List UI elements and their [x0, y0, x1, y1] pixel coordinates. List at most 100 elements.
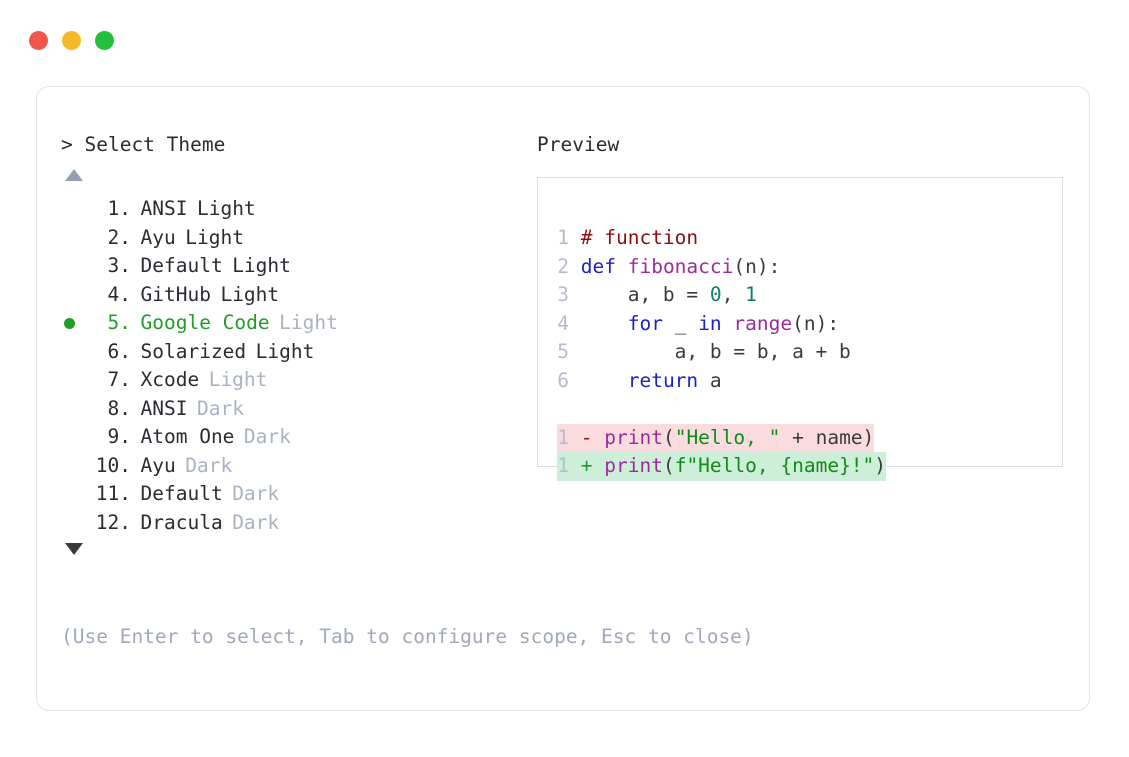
theme-item-variant: Dark [232, 510, 280, 534]
code-token: "Hello, " [674, 425, 781, 449]
diff-line-number: 1 [557, 425, 569, 449]
theme-item-variant: Dark [185, 453, 233, 477]
diff-marker: + [580, 454, 593, 477]
scroll-up-arrow-icon[interactable] [65, 169, 83, 181]
diff-marker: - [580, 425, 593, 449]
theme-item-variant: Light [185, 225, 244, 249]
line-number: 5 [557, 340, 569, 363]
code-token: (n): [733, 254, 781, 278]
code-token: return [627, 368, 699, 392]
scroll-down-arrow-icon[interactable] [65, 543, 83, 555]
code-token: fibonacci [627, 254, 734, 278]
code-token: (n): [792, 311, 840, 335]
theme-item-index: 5. [95, 311, 132, 334]
theme-item-variant: Light [208, 368, 268, 391]
theme-list-item[interactable]: 3. Default Light [61, 252, 531, 281]
theme-list-item[interactable]: 5. Google Code Light [61, 309, 531, 338]
theme-item-name: Default [140, 254, 223, 277]
theme-item-index: 10. [95, 453, 131, 477]
keyboard-hint: (Use Enter to select, Tab to configure s… [61, 625, 754, 648]
line-number: 2 [557, 254, 569, 278]
theme-item-name: Dracula [140, 510, 223, 534]
theme-item-index: 8. [95, 396, 132, 420]
theme-item-name: Atom One [140, 425, 235, 448]
maximize-window-button[interactable] [95, 31, 114, 50]
code-token: for [627, 311, 663, 335]
theme-item-index: 2. [95, 225, 132, 249]
theme-item-index: 6. [95, 339, 132, 363]
code-token: print [604, 425, 663, 449]
code-line: 5 a, b = b, a + b [557, 338, 886, 367]
code-token: ) [874, 454, 887, 477]
code-token: a, b = b, a + b [580, 340, 851, 363]
minimize-window-button[interactable] [62, 31, 81, 50]
close-window-button[interactable] [29, 31, 48, 50]
code-token [722, 312, 734, 335]
theme-item-name: Ayu [140, 225, 176, 249]
code-token: f"Hello, {name}!" [674, 454, 875, 477]
code-token: print [604, 454, 663, 477]
theme-list-item[interactable]: 2. Ayu Light [61, 224, 531, 253]
theme-item-variant: Dark [232, 482, 280, 505]
preview-title: Preview [537, 133, 620, 156]
theme-item-variant: Dark [243, 425, 291, 448]
theme-item-index: 1. [95, 197, 132, 220]
diff-line-number: 1 [557, 454, 569, 477]
window-controls [29, 31, 114, 50]
theme-item-index: 12. [95, 510, 131, 534]
preview-panel: Preview [537, 131, 1067, 159]
code-token [581, 312, 628, 335]
code-token: , [721, 283, 746, 306]
code-token: a [698, 368, 722, 392]
code-token: 0 [709, 283, 722, 306]
theme-item-name: GitHub [140, 282, 211, 306]
line-number: 1 [557, 226, 569, 249]
select-theme-prompt: > Select Theme [61, 133, 226, 156]
theme-item-variant: Dark [196, 396, 244, 420]
diff-highlight: 1 - print("Hello, " + name) [557, 423, 875, 452]
line-number: 4 [557, 311, 569, 335]
theme-list-item[interactable]: 8. ANSI Dark [61, 395, 531, 424]
code-line: 2 def fibonacci(n): [557, 253, 886, 282]
code-token: + name) [780, 425, 875, 449]
code-token: range [733, 311, 793, 335]
code-line: 1 # function [557, 224, 886, 253]
theme-item-index: 3. [95, 254, 132, 277]
theme-item-name: Ayu [140, 453, 176, 477]
theme-item-name: Default [140, 482, 223, 505]
code-blank-line [557, 395, 886, 424]
theme-item-name: Xcode [140, 368, 200, 391]
theme-item-index: 9. [95, 425, 132, 448]
theme-item-name: ANSI [140, 396, 188, 420]
theme-item-variant: Light [220, 282, 280, 306]
code-token: a, b = [580, 283, 710, 306]
theme-list-item[interactable]: 11. Default Dark [61, 480, 531, 509]
theme-list-item[interactable]: 10. Ayu Dark [61, 452, 531, 481]
code-token: ( [662, 425, 675, 449]
theme-item-variant: Light [255, 339, 315, 363]
code-line: 3 a, b = 0, 1 [557, 281, 886, 310]
theme-item-variant: Light [196, 197, 256, 220]
theme-item-variant: Light [232, 254, 291, 277]
diff-line-added: 1 + print(f"Hello, {name}!") [557, 452, 887, 481]
diff-highlight: 1 + print(f"Hello, {name}!") [557, 452, 887, 481]
selected-bullet-icon [64, 317, 75, 329]
theme-item-variant: Light [279, 311, 338, 334]
code-token: # function [580, 226, 699, 249]
theme-item-index: 11. [95, 482, 131, 505]
code-token: in [698, 311, 722, 335]
code-token: ( [662, 454, 675, 477]
theme-list-item[interactable]: 12. Dracula Dark [61, 509, 531, 538]
theme-item-name: Google Code [140, 311, 270, 334]
code-token: def [580, 254, 628, 278]
code-line: 4 for _ in range(n): [557, 310, 886, 339]
theme-list-item[interactable]: 9. Atom One Dark [61, 423, 531, 452]
